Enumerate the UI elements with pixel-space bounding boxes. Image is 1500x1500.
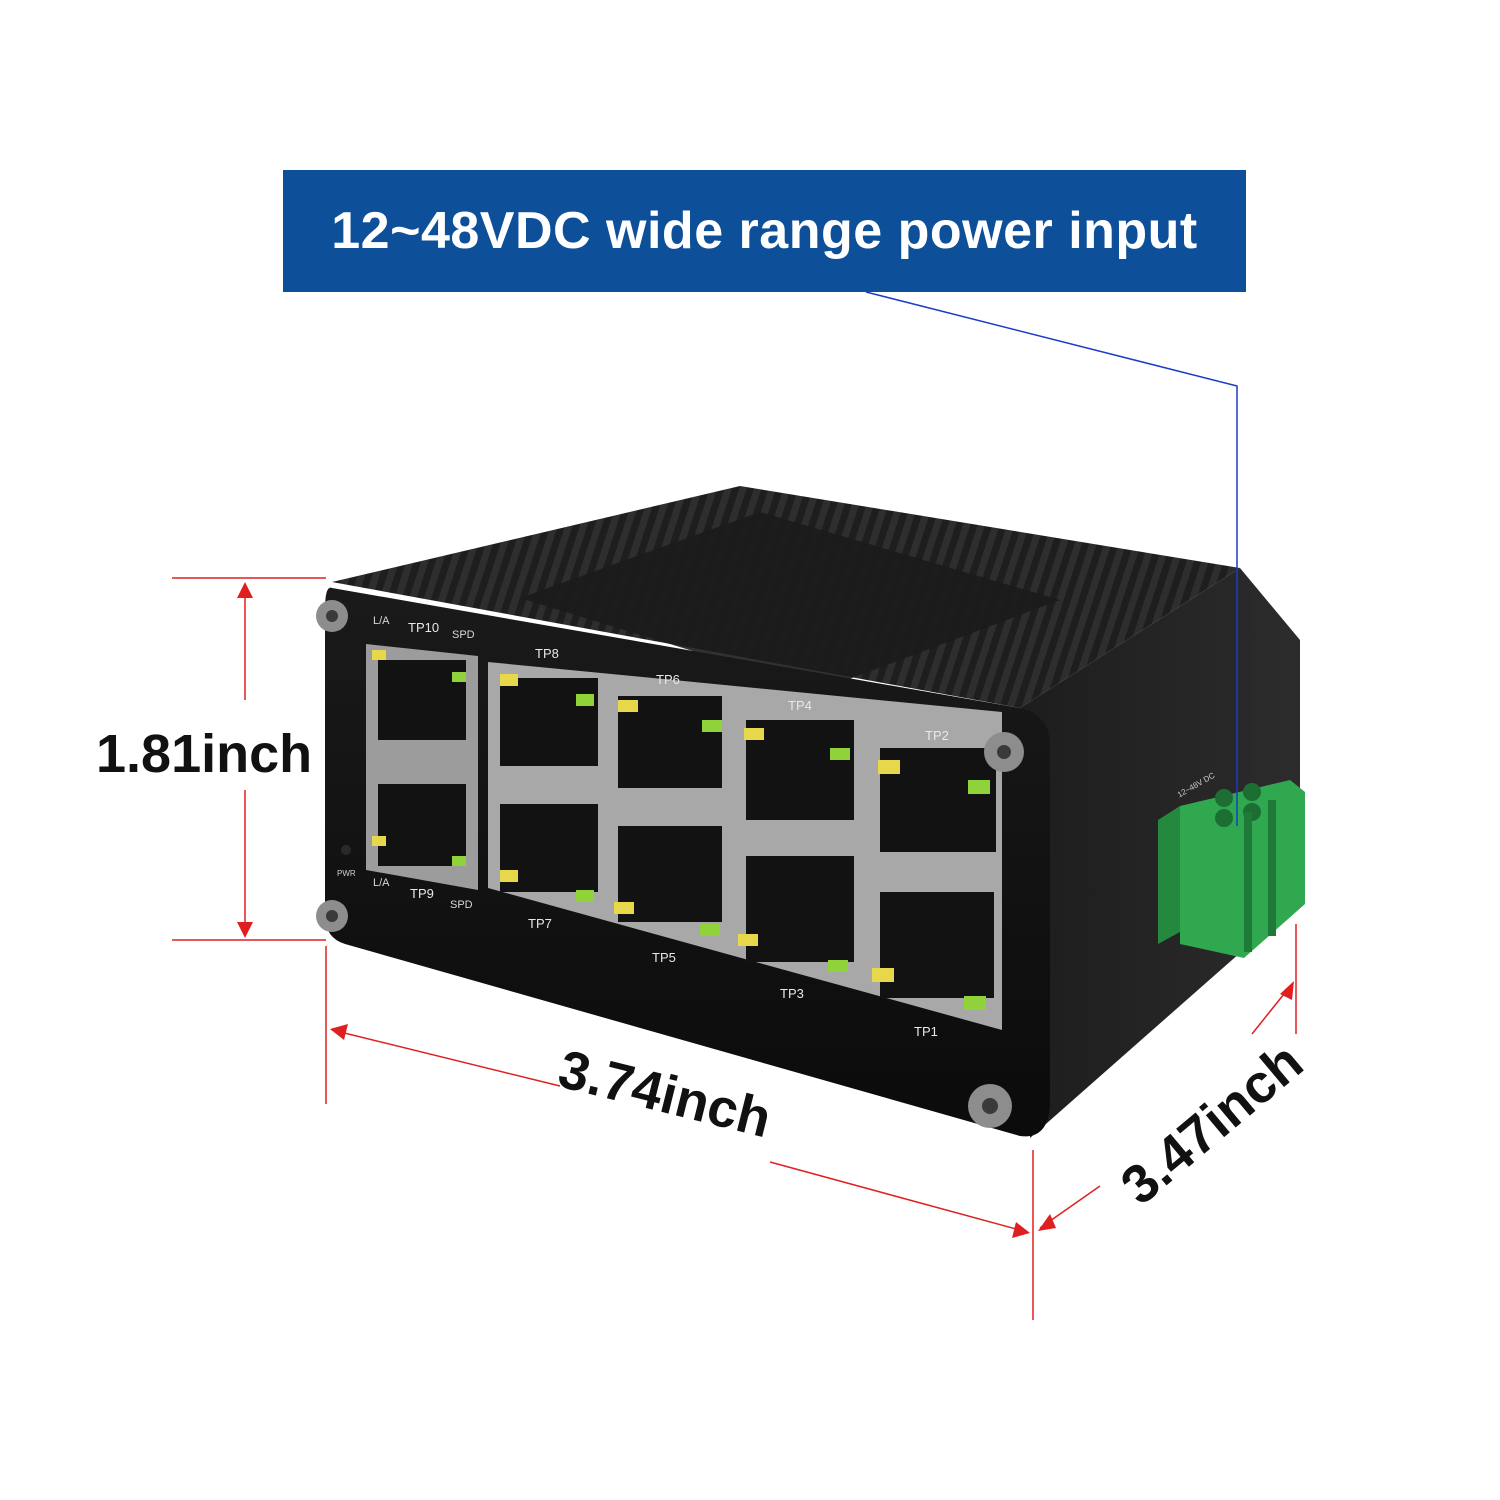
screw-icon — [316, 600, 348, 632]
port-panel-main — [488, 662, 1002, 1030]
rj45-port-tp1[interactable] — [872, 892, 994, 1010]
port-label-tp5: TP5 — [652, 950, 676, 965]
la-label-bottom: L/A — [373, 877, 390, 889]
switch-top-label-plate — [520, 512, 1060, 690]
rj45-port-tp4[interactable] — [744, 720, 854, 820]
height-dimension — [172, 577, 326, 941]
port-label-tp4: TP4 — [788, 698, 812, 713]
screw-icon — [984, 732, 1024, 772]
port-label-tp10: TP10 — [408, 620, 439, 635]
power-leader-line — [865, 291, 1238, 826]
rj45-port-tp2[interactable] — [878, 748, 996, 852]
port-label-tp6: TP6 — [656, 672, 680, 687]
power-terminal-block[interactable] — [1158, 780, 1305, 958]
screw-icon — [968, 1084, 1012, 1128]
spd-label-bottom: SPD — [450, 899, 473, 911]
screw-icon — [316, 900, 348, 932]
rj45-port-tp9[interactable] — [372, 784, 466, 866]
spd-label-top: SPD — [452, 629, 475, 641]
rj45-port-tp7[interactable] — [500, 804, 598, 902]
port-label-tp3: TP3 — [780, 986, 804, 1001]
rj45-port-tp8[interactable] — [500, 674, 598, 766]
rj45-port-tp5[interactable] — [614, 826, 722, 936]
height-label: 1.81inch — [96, 724, 312, 784]
depth-label: 3.47inch — [1110, 1031, 1314, 1216]
rj45-port-tp3[interactable] — [738, 856, 854, 972]
rj45-port-tp6[interactable] — [618, 696, 722, 788]
port-label-tp9: TP9 — [410, 886, 434, 901]
port-label-tp8: TP8 — [535, 646, 559, 661]
port-label-tp7: TP7 — [528, 916, 552, 931]
width-dimension — [325, 946, 1034, 1320]
port-label-tp1: TP1 — [914, 1024, 938, 1039]
port-label-tp2: TP2 — [925, 728, 949, 743]
rj45-port-tp10[interactable] — [372, 650, 466, 740]
la-label-top: L/A — [373, 615, 390, 627]
power-led — [341, 845, 351, 855]
power-input-banner: 12~48VDC wide range power input — [283, 170, 1246, 292]
pwr-label: PWR — [337, 869, 356, 878]
